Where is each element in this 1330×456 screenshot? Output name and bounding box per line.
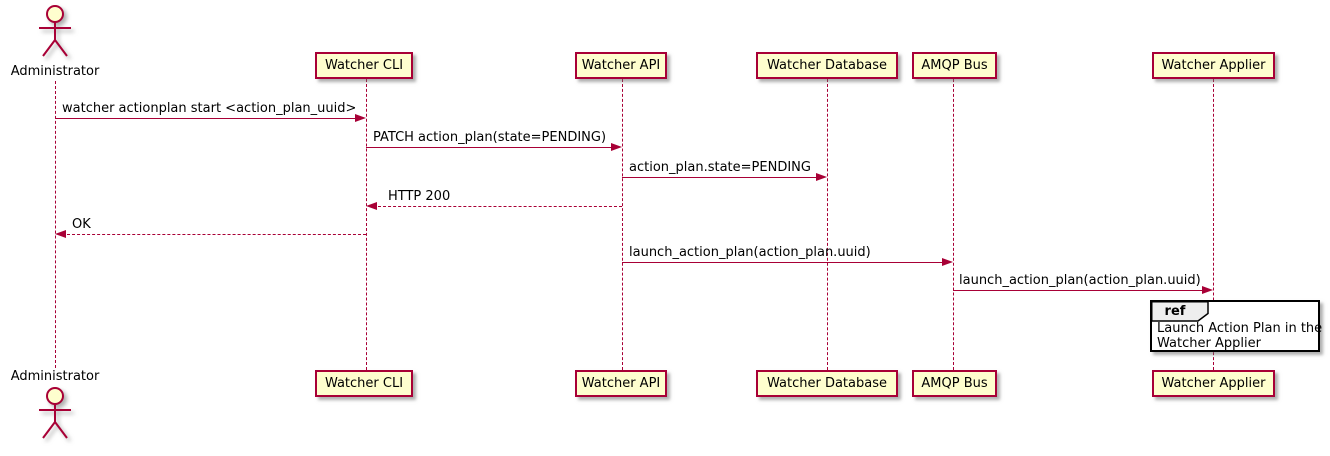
participant-bottom-watcher-cli: Watcher CLI <box>315 370 413 397</box>
message-7-label: launch_action_plan(action_plan.uuid) <box>959 273 1201 288</box>
message-7-line <box>953 290 1202 291</box>
participant-label: Watcher Database <box>767 58 887 73</box>
participant-top-watcher-cli: Watcher CLI <box>315 52 413 79</box>
lifeline-amqp-bus <box>953 79 954 370</box>
message-6-arrowhead-icon <box>942 258 953 266</box>
participant-label: AMQP Bus <box>921 376 988 391</box>
lifeline-watcher-cli <box>366 79 367 370</box>
message-6-label: launch_action_plan(action_plan.uuid) <box>629 245 871 260</box>
participant-label: Watcher API <box>581 376 661 391</box>
participant-label: AMQP Bus <box>921 58 988 73</box>
ref-body-line2: Watcher Applier <box>1157 336 1261 351</box>
participant-bottom-watcher-api: Watcher API <box>575 370 667 397</box>
ref-fragment: ref Launch Action Plan in the Watcher Ap… <box>1150 300 1322 352</box>
message-3-arrowhead-icon <box>816 173 827 181</box>
message-1-label: watcher actionplan start <action_plan_uu… <box>62 101 357 116</box>
lifeline-watcher-api <box>622 79 623 370</box>
message-4-arrowhead-icon <box>366 202 377 210</box>
participant-top-watcher-applier: Watcher Applier <box>1152 52 1275 79</box>
message-5-arrowhead-icon <box>55 230 66 238</box>
participant-bottom-amqp-bus: AMQP Bus <box>912 370 997 397</box>
ref-pentagon-icon <box>1151 301 1209 322</box>
participant-label: Watcher CLI <box>324 58 404 73</box>
ref-body: Launch Action Plan in the Watcher Applie… <box>1157 321 1322 351</box>
message-3-label: action_plan.state=PENDING <box>629 160 811 175</box>
message-5-label: OK <box>72 217 91 232</box>
participant-label: Watcher Applier <box>1161 376 1266 391</box>
message-5-line <box>67 234 366 235</box>
participant-bottom-watcher-applier: Watcher Applier <box>1152 370 1275 397</box>
lifeline-administrator <box>55 81 56 368</box>
participant-label: Watcher CLI <box>324 376 404 391</box>
lifeline-watcher-applier <box>1213 79 1214 370</box>
participant-top-watcher-api: Watcher API <box>575 52 667 79</box>
actor-label-bottom: Administrator <box>10 369 100 384</box>
participant-label: Watcher Applier <box>1161 58 1266 73</box>
message-6-line <box>622 262 942 263</box>
message-4-line <box>378 206 622 207</box>
participant-top-watcher-database: Watcher Database <box>756 52 898 79</box>
message-4-label: HTTP 200 <box>388 189 451 204</box>
message-7-arrowhead-icon <box>1202 286 1213 294</box>
participant-label: Watcher Database <box>767 376 887 391</box>
message-1-line <box>55 118 355 119</box>
message-2-arrowhead-icon <box>611 143 622 151</box>
participant-bottom-watcher-database: Watcher Database <box>756 370 898 397</box>
ref-body-line1: Launch Action Plan in the <box>1157 321 1323 336</box>
lifeline-watcher-database <box>827 79 828 370</box>
message-1-arrowhead-icon <box>355 114 366 122</box>
message-2-line <box>366 147 611 148</box>
actor-label-top: Administrator <box>10 64 100 79</box>
actor-icon <box>39 5 71 57</box>
actor-icon <box>39 387 71 439</box>
message-2-label: PATCH action_plan(state=PENDING) <box>373 130 607 145</box>
ref-keyword: ref <box>1164 304 1186 319</box>
participant-top-amqp-bus: AMQP Bus <box>912 52 997 79</box>
participant-label: Watcher API <box>581 58 661 73</box>
message-3-line <box>622 177 816 178</box>
